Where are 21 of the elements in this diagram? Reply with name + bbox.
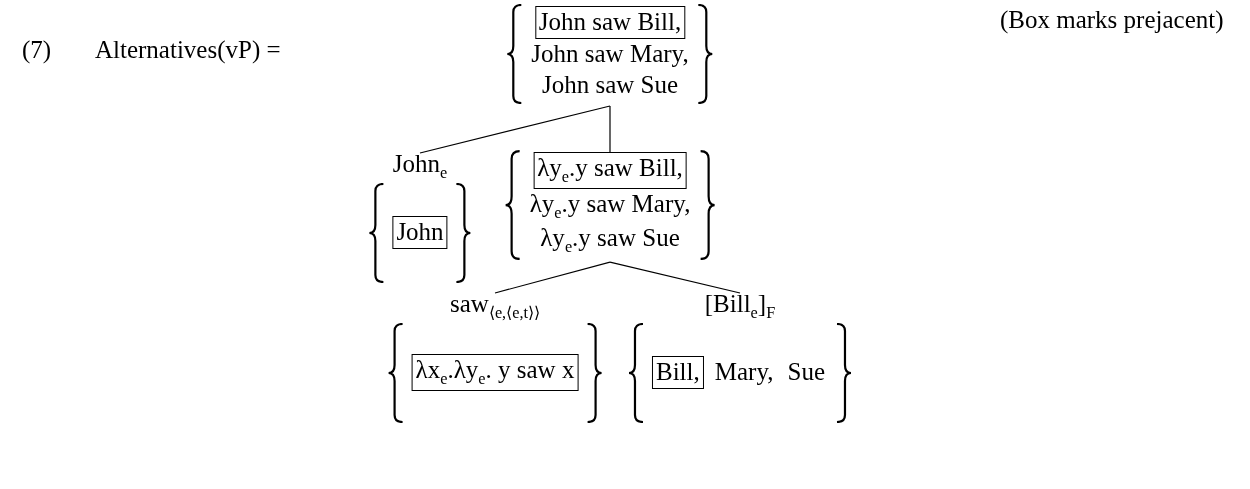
boxed-set-element: λy$_{e}$.y saw Bill, — [533, 152, 687, 189]
set-element: Mary, — [713, 357, 775, 388]
node-label: saw$_{⟨e,⟨e,t⟩⟩}$ — [450, 290, 540, 323]
note: (Box marks prejacent) — [1000, 6, 1224, 34]
tree-branch — [494, 261, 611, 294]
set-element: λy$_{e}$.y saw Sue — [539, 223, 681, 259]
boxed-set-element: Bill, — [652, 356, 704, 390]
boxed-set-element: John saw Bill, — [534, 6, 686, 39]
set-element: Sue — [786, 357, 826, 388]
node-label: [Bill$_{e}$]$_{F}$ — [704, 290, 776, 323]
boxed-set-element: John — [392, 216, 448, 250]
example-number: (7) — [22, 36, 52, 64]
tree-branch — [419, 105, 611, 154]
tree-branch — [609, 105, 611, 154]
boxed-set-element: λx$_{e}$.λy$_{e}$. y saw x — [411, 354, 579, 392]
equation-label: Alternatives(vP) = — [95, 36, 281, 64]
set-element: λy$_{e}$.y saw Mary, — [528, 188, 692, 224]
set-element: John saw Sue — [540, 69, 680, 100]
tree-branch — [609, 261, 741, 294]
node-label: John$_{e}$ — [392, 150, 448, 183]
set-element: John saw Mary, — [530, 38, 690, 69]
